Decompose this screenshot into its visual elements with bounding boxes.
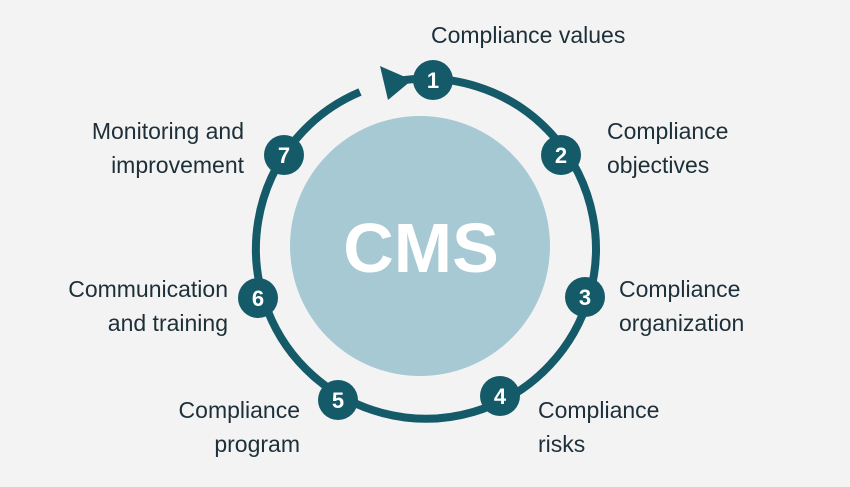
label-line: and training (107, 310, 228, 336)
step-1-number: 1 (427, 68, 439, 93)
step-5-node (318, 380, 358, 420)
step-6-label: Communication and training (68, 272, 228, 340)
label-line: Compliance (538, 397, 660, 423)
step-3-number: 3 (579, 285, 591, 310)
cms-core-circle (290, 116, 550, 376)
label-line: Compliance (178, 397, 300, 423)
label-line: Compliance (607, 118, 729, 144)
step-4-label: Compliance risks (538, 393, 659, 461)
cycle-ring (252, 74, 600, 423)
step-7-number: 7 (278, 143, 290, 168)
step-2-label: Compliance objectives (607, 114, 728, 182)
step-3-label: Compliance organization (619, 272, 744, 340)
label-line: Monitoring and (91, 118, 244, 144)
label-line: risks (538, 431, 586, 457)
step-1-node (413, 60, 453, 100)
label-line: Communication (68, 276, 228, 302)
cms-center-label: CMS (343, 209, 499, 287)
label-line: organization (619, 310, 745, 336)
label-line: Compliance values (431, 22, 626, 48)
label-line: objectives (607, 152, 710, 178)
cycle-arrowhead (380, 66, 412, 100)
label-line: improvement (111, 152, 244, 178)
step-2-node (541, 135, 581, 175)
step-2-number: 2 (555, 143, 567, 168)
step-6-node (238, 278, 278, 318)
step-3-node (565, 277, 605, 317)
step-1-label: Compliance values (431, 18, 625, 52)
step-5-label: Compliance program (179, 393, 300, 461)
label-line: program (214, 431, 300, 457)
step-6-number: 6 (252, 286, 264, 311)
label-line: Compliance (619, 276, 741, 302)
step-4-number: 4 (494, 384, 507, 409)
step-7-label: Monitoring and improvement (92, 114, 244, 182)
step-5-number: 5 (332, 388, 344, 413)
step-4-node (480, 376, 520, 416)
step-7-node (264, 135, 304, 175)
